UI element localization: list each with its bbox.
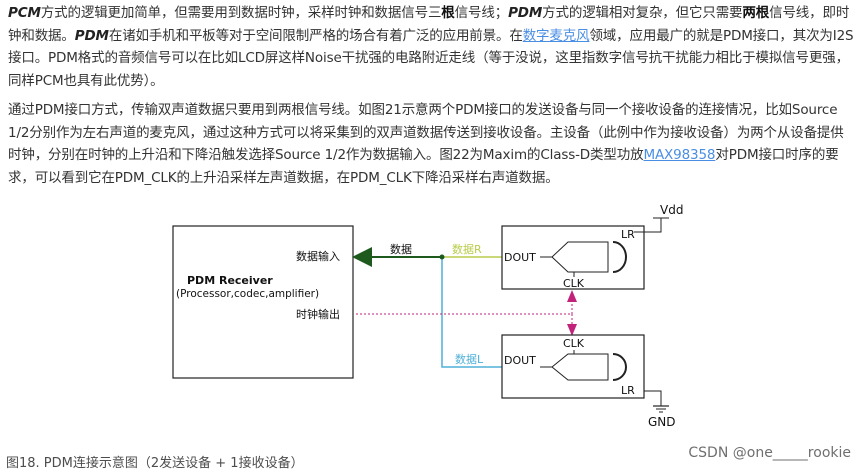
data-l-label: 数据L	[455, 352, 484, 366]
clock-arrow-up	[567, 290, 577, 302]
source1-mic-icon	[612, 241, 627, 273]
receiver-subtitle: (Processor,codec,amplifier)	[176, 288, 319, 300]
intro-paragraph: PCM方式的逻辑更加简单，但需要用到数据时钟，采样时钟和数据信号三根信号线；PD…	[8, 5, 854, 89]
digital-mic-link[interactable]: 数字麦克风	[522, 27, 590, 44]
pcm-term: PCM	[8, 5, 41, 21]
vdd-line	[634, 218, 662, 233]
figure-caption: 图18. PDM连接示意图（2发送设备 + 1接收设备）	[6, 456, 304, 471]
csdn-watermark: CSDN @one_____rookie	[688, 445, 851, 461]
data-junction	[439, 254, 445, 260]
receiver-title: PDM Receiver	[187, 274, 273, 287]
source1-lr: LR	[621, 228, 635, 241]
pdm-term: PDM	[508, 5, 543, 21]
vdd-label: Vdd	[660, 203, 683, 217]
source1-clk: CLK	[563, 277, 585, 290]
source2-mic-triangle	[551, 353, 609, 381]
gnd-label: GND	[648, 415, 676, 429]
data-r-label: 数据R	[452, 242, 482, 256]
source2-dout: DOUT	[504, 354, 536, 367]
clock-arrow-down	[567, 324, 577, 336]
source1-dout: DOUT	[504, 251, 536, 264]
source2-clk: CLK	[563, 337, 585, 350]
max98358-link[interactable]: MAX98358	[643, 147, 716, 163]
data-input-label: 数据输入	[296, 249, 340, 263]
source1-mic-triangle	[551, 241, 609, 273]
gnd-line	[644, 390, 662, 406]
clock-output-label: 时钟输出	[296, 307, 340, 321]
pdm-term-2: PDM	[74, 27, 109, 44]
data-label: 数据	[390, 242, 412, 256]
pdm-connection-diagram: PDM Receiver (Processor,codec,amplifier)…	[172, 203, 683, 429]
pdm-interface-paragraph: 通过PDM接口方式，传输双声道数据只要用到两根信号线。如图21示意两个PDM接口…	[8, 102, 844, 186]
source2-mic-icon	[612, 353, 627, 381]
source2-lr: LR	[621, 384, 635, 397]
pdm-receiver-box	[172, 225, 354, 379]
